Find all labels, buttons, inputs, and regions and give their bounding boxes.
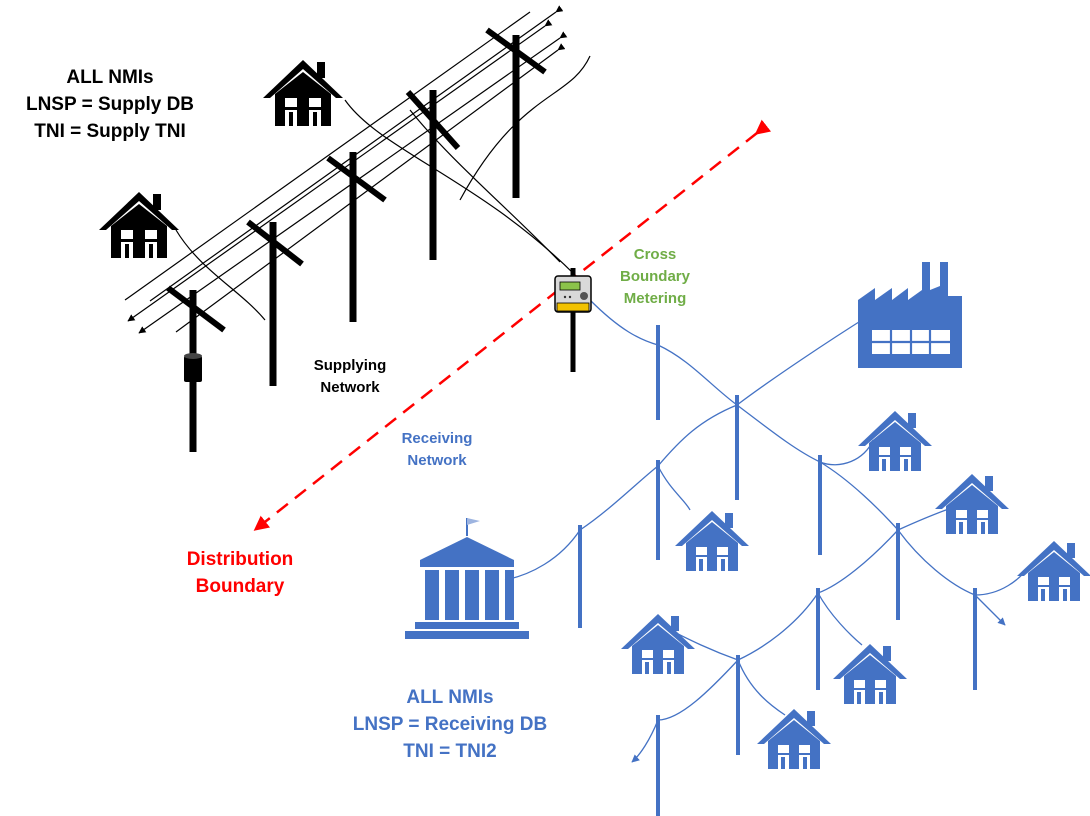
receiving-network-label: Receiving Network — [387, 428, 487, 472]
distribution-boundary-line1: Distribution — [186, 549, 294, 570]
distribution-boundary-label: Distribution Boundary — [150, 546, 330, 600]
receiving-tni-line: TNI = TNI2 — [403, 741, 497, 762]
house-icon — [99, 192, 179, 258]
supply-lnsp-line: LNSP = Supply DB — [25, 94, 195, 115]
power-pole-icon — [326, 152, 387, 322]
receiving-lnsp-line: LNSP = Receiving DB — [352, 714, 548, 735]
supply-nmi-block: ALL NMIs LNSP = Supply DB TNI = Supply T… — [0, 64, 220, 145]
house-icon — [858, 411, 932, 471]
cross-boundary-line1: Cross — [633, 246, 677, 263]
distribution-boundary-line2: Boundary — [195, 576, 285, 597]
supplying-network-label: Supplying Network — [300, 355, 400, 399]
cross-boundary-metering-label: Cross Boundary Metering — [600, 244, 710, 310]
power-pole-icon — [246, 219, 304, 386]
distribution-boundary-line — [253, 119, 772, 531]
house-icon — [263, 60, 343, 126]
supply-tni-line: TNI = Supply TNI — [34, 121, 186, 142]
supplying-network-line1: Supplying — [313, 357, 387, 374]
receiving-nmi-block: ALL NMIs LNSP = Receiving DB TNI = TNI2 — [330, 684, 570, 765]
house-icon — [935, 474, 1009, 534]
supply-nmi-line1: ALL NMIs — [66, 67, 154, 88]
power-pole-icon — [405, 90, 461, 260]
receiving-network-line1: Receiving — [401, 430, 473, 447]
house-icon — [675, 511, 749, 571]
house-icon — [621, 614, 695, 674]
supply-conductors — [124, 5, 568, 334]
receiving-nmi-line1: ALL NMIs — [406, 687, 494, 708]
service-lines — [175, 55, 591, 321]
house-icon — [757, 709, 831, 769]
receiving-network-line2: Network — [407, 452, 467, 469]
factory-icon — [858, 262, 962, 368]
government-building-icon — [405, 518, 529, 639]
electricity-meter-icon — [554, 268, 592, 372]
house-icon — [833, 644, 907, 704]
supplying-network-line2: Network — [320, 379, 380, 396]
house-icon — [1017, 541, 1090, 601]
transformer-icon — [184, 353, 202, 382]
cross-boundary-line3: Metering — [623, 290, 687, 307]
receiving-poles — [578, 325, 977, 816]
cross-boundary-line2: Boundary — [619, 268, 690, 285]
